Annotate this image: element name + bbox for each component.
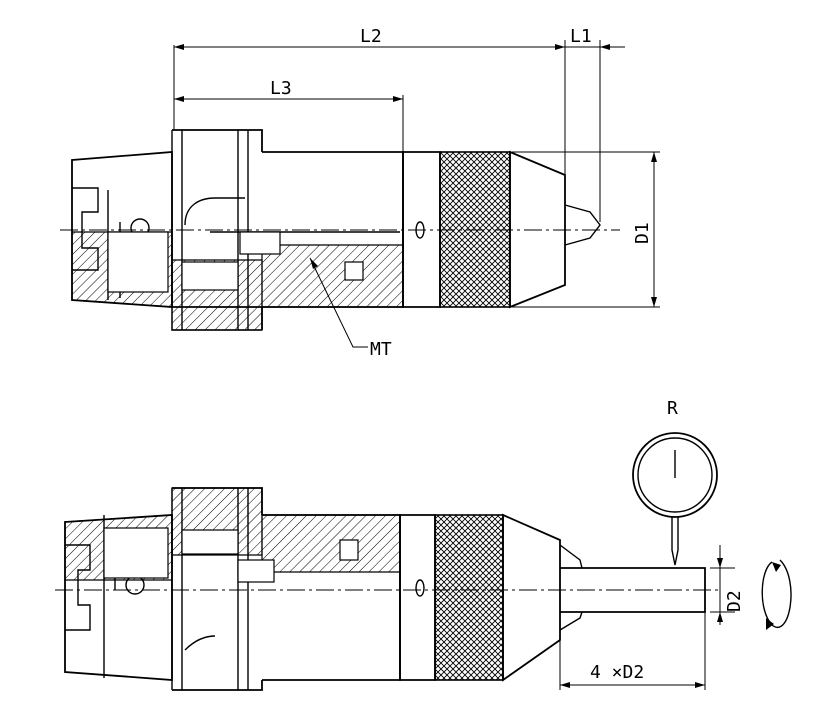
dial-indicator: R <box>632 398 718 566</box>
dimension-d2: D2 <box>710 545 745 625</box>
dimension-l3: L3 <box>174 78 404 152</box>
bottom-view: R <box>55 398 792 691</box>
label-d2: D2 <box>724 590 745 612</box>
label-r: R <box>667 398 678 419</box>
label-mt: MT <box>370 339 392 360</box>
mt-leader: MT <box>309 257 392 360</box>
dimension-l2: L2 <box>173 26 565 130</box>
dimension-d1: D1 <box>512 151 660 308</box>
label-l3: L3 <box>270 78 292 99</box>
label-4xd2: 4 ×D2 <box>590 662 644 683</box>
label-d1: D1 <box>632 222 653 244</box>
top-view: L2 L1 L3 D1 <box>60 26 660 360</box>
dimension-l1: L1 <box>548 26 625 222</box>
rotation-arrow-icon <box>761 559 792 630</box>
dimension-4xd2: 4 ×D2 <box>559 612 706 690</box>
label-l1: L1 <box>570 26 592 47</box>
label-l2: L2 <box>360 26 382 47</box>
